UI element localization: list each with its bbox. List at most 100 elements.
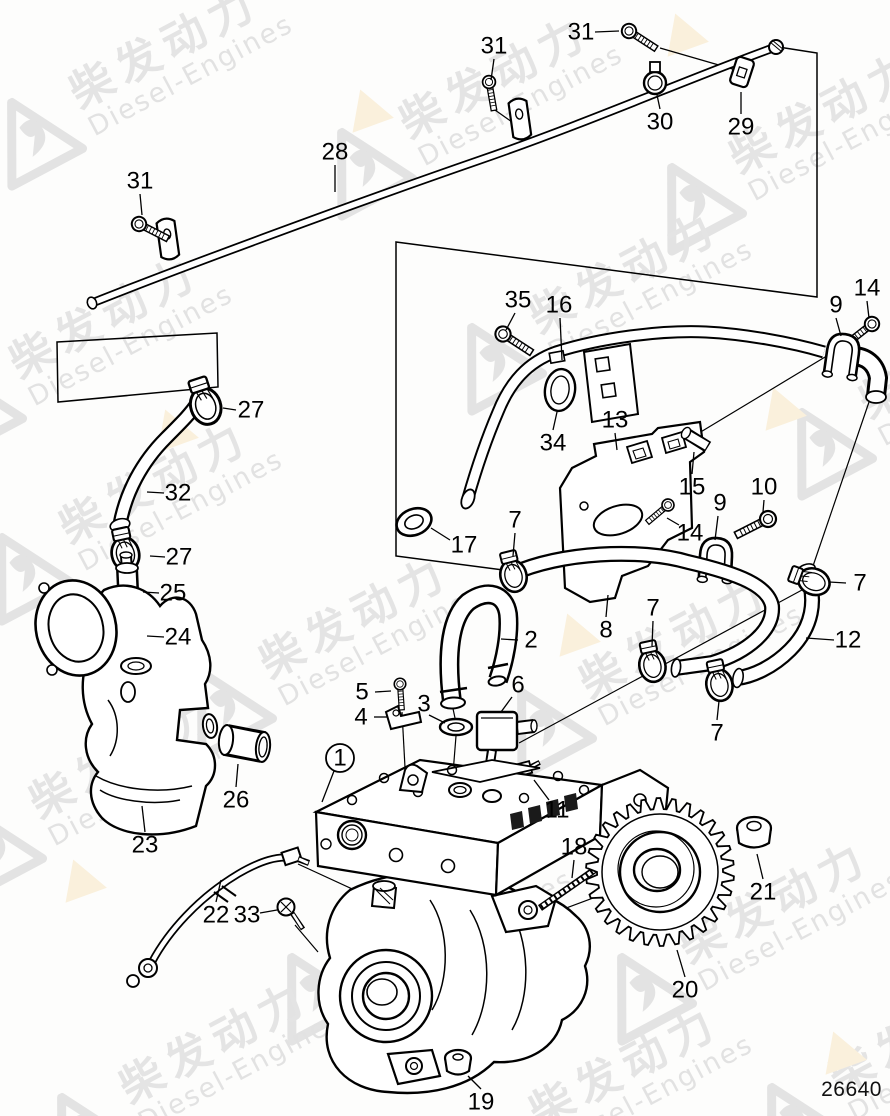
part-clamp-30 (642, 61, 668, 96)
clip-31-mid (506, 96, 533, 142)
part-elbow-valve-6 (475, 710, 538, 775)
leader-line-1 (321, 770, 335, 803)
callout-9: 9 (829, 292, 842, 319)
leader-line-5 (374, 690, 392, 693)
leader-line-34 (552, 411, 558, 431)
callout-22: 22 (203, 902, 230, 929)
callout-31: 31 (127, 168, 154, 195)
part-compressor-1 (312, 758, 670, 1095)
part-pin-15 (680, 426, 712, 453)
callout-33: 33 (234, 902, 261, 929)
leader-line-17 (430, 527, 451, 541)
part-clamp-4 (384, 704, 423, 731)
callout-9: 9 (713, 490, 726, 517)
callout-21: 21 (750, 879, 777, 906)
part-nut-21 (735, 815, 773, 849)
leader-line-8 (605, 594, 609, 618)
callout-27: 27 (238, 397, 265, 424)
leader-line-33 (259, 909, 278, 914)
callout-23: 23 (132, 832, 159, 859)
callout-16: 16 (546, 292, 573, 319)
part-thermostat-housing-23 (34, 579, 219, 836)
callout-8: 8 (599, 617, 612, 644)
leader-line-19 (467, 1075, 482, 1090)
callout-28: 28 (322, 139, 349, 166)
callout-2: 2 (524, 627, 537, 654)
callout-7: 7 (646, 595, 659, 622)
leader-line-31 (594, 30, 620, 33)
callout-26: 26 (223, 787, 250, 814)
callout-17: 17 (451, 532, 478, 559)
leader-line-3 (428, 714, 446, 724)
leader-line-11 (533, 779, 550, 801)
callout-circle-1 (325, 743, 355, 773)
leader-line-22 (215, 879, 222, 903)
leader-line-7 (512, 532, 516, 557)
leader-line-35 (505, 312, 516, 331)
leader-line-7 (828, 581, 847, 584)
callout-19: 19 (468, 1089, 495, 1116)
part-pipe-28 (86, 39, 785, 310)
leader-line-21 (756, 853, 764, 880)
callout-3: 3 (417, 691, 430, 718)
callout-24: 24 (165, 624, 192, 651)
callout-34: 34 (540, 430, 567, 457)
region-boxes (56, 45, 818, 572)
callout-18: 18 (561, 834, 588, 861)
leader-line-2 (500, 638, 519, 641)
drawing-number: 26640 (821, 1078, 882, 1101)
callout-6: 6 (511, 672, 524, 699)
callout-10: 10 (751, 474, 778, 501)
part-nut-19 (443, 1048, 473, 1076)
bolt-31-b (480, 73, 502, 113)
leader-line-9 (714, 515, 719, 541)
leader-line-25 (142, 591, 160, 594)
part-seal-3 (438, 717, 474, 737)
leader-line-7 (716, 700, 720, 721)
leader-line-24 (146, 635, 165, 638)
leader-line-31 (139, 193, 143, 216)
leader-line-27 (149, 555, 166, 558)
callout-7: 7 (853, 570, 866, 597)
part-pipe-16 (460, 325, 826, 510)
leader-line-31 (490, 58, 495, 81)
leader-line-15 (691, 451, 695, 475)
part-banjo-bolt-33 (276, 897, 306, 931)
leader-line-9 (835, 317, 842, 337)
callout-25: 25 (160, 580, 187, 607)
part-clamp-34 (543, 342, 640, 424)
leader-line-23 (141, 805, 146, 833)
callout-20: 20 (672, 977, 699, 1004)
leader-line-20 (676, 949, 686, 978)
callout-31: 31 (481, 33, 508, 60)
callout-14: 14 (677, 520, 704, 547)
leader-line-16 (559, 317, 563, 361)
leader-line-7 (651, 620, 654, 647)
leader-line-10 (762, 499, 765, 513)
callout-35: 35 (505, 287, 532, 314)
leader-line-30 (656, 94, 661, 110)
leader-line-26 (235, 763, 239, 788)
part-gear-20 (585, 797, 735, 947)
leader-line-32 (146, 491, 165, 494)
callout-5: 5 (355, 679, 368, 706)
bolt-5 (393, 677, 409, 712)
bolt-31-c (618, 20, 662, 56)
callout-13: 13 (602, 407, 629, 434)
callout-15: 15 (679, 474, 706, 501)
callout-7: 7 (710, 720, 723, 747)
clamp-9-upper (820, 330, 865, 383)
detail-box-left (56, 332, 219, 403)
bolt-10 (731, 507, 780, 544)
leader-line-18 (571, 859, 575, 879)
callout-11: 11 (545, 797, 570, 824)
callout-31: 31 (568, 19, 595, 46)
part-hose-26 (217, 724, 272, 763)
callout-4: 4 (354, 704, 367, 731)
callout-14: 14 (854, 275, 881, 302)
detail-box-main (395, 45, 818, 572)
callout-27: 27 (166, 544, 193, 571)
callout-12: 12 (835, 627, 862, 654)
